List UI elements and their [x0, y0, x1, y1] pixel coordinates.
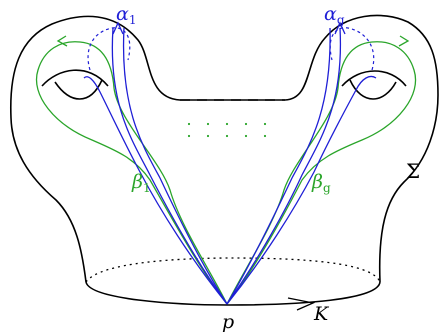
- label-alpha-g: αg: [324, 3, 345, 27]
- beta-1-curve: [35, 41, 228, 305]
- alpha-1-arrow: [112, 21, 124, 35]
- left-handle-hole-lower: [54, 79, 103, 100]
- middle-dots: [187, 122, 267, 138]
- alpha-g-dotted-back: [329, 27, 375, 71]
- label-beta-g: βg: [311, 171, 331, 195]
- alpha-g-curve-loop: [226, 75, 377, 305]
- alpha-1-curve-outer: [111, 27, 228, 305]
- beta-1-arrow: [56, 35, 68, 47]
- alpha-1-curve-inner: [122, 27, 228, 305]
- boundary-arrow: [287, 297, 316, 311]
- boundary-back: [85, 257, 381, 283]
- label-alpha-1: α1: [116, 3, 136, 27]
- alpha-g-curve-outer: [226, 27, 342, 305]
- label-beta-1: β1: [131, 171, 151, 195]
- left-handle-hole: [41, 69, 109, 87]
- beta-g-curve: [226, 41, 417, 305]
- boundary-front: [85, 281, 381, 306]
- right-handle-hole-lower: [349, 79, 397, 100]
- beta-g-arrow: [398, 35, 410, 47]
- alpha-1-curve-loop: [83, 76, 228, 305]
- label-sigma: Σ: [406, 159, 420, 183]
- right-handle-hole: [341, 70, 407, 87]
- alpha-g-curve-inner: [226, 27, 331, 305]
- label-basepoint: p: [222, 311, 234, 333]
- alpha-g-arrow: [334, 21, 346, 35]
- label-boundary: K: [313, 303, 330, 325]
- alpha-1-dotted-back: [87, 27, 131, 71]
